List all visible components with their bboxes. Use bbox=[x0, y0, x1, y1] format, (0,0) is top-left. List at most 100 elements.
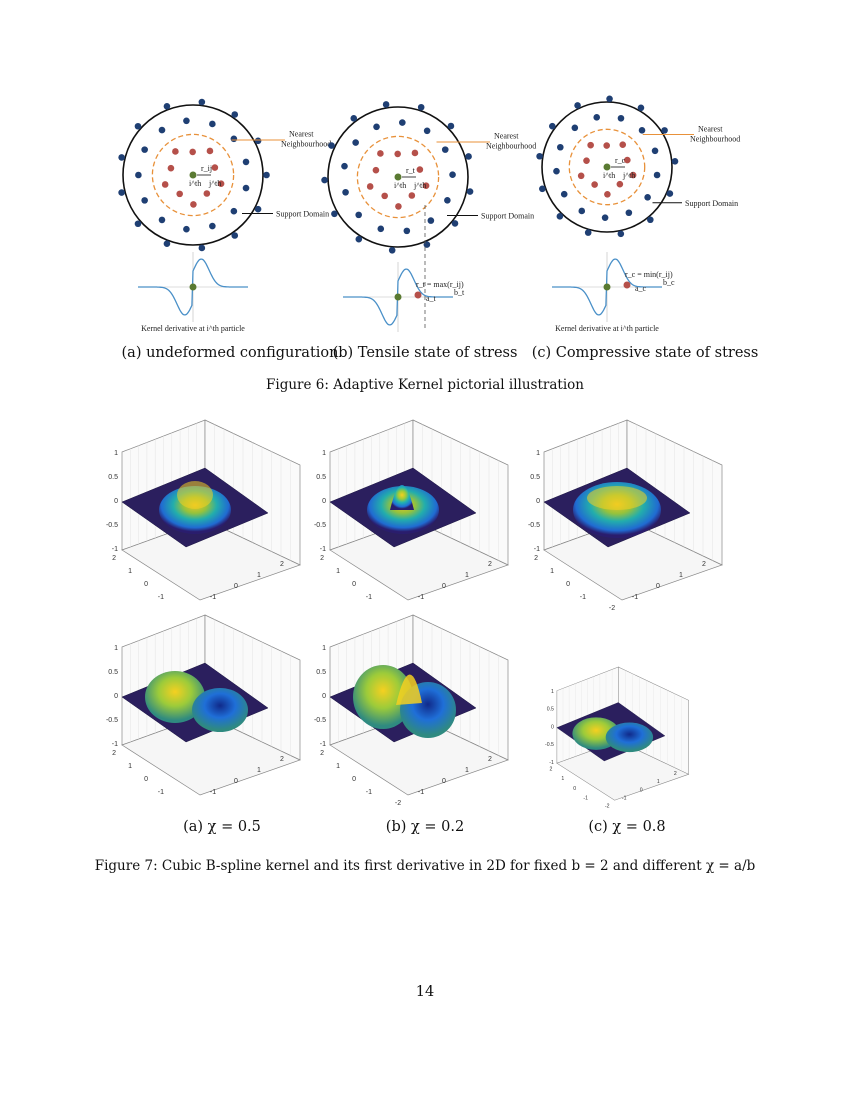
nearest-neighbourhood-circle bbox=[568, 128, 646, 206]
kernel-label: Kernel derivative at i^th particle bbox=[555, 324, 659, 333]
z-tick-label: 1 bbox=[551, 689, 554, 695]
kernel-derivative-curve bbox=[552, 258, 662, 316]
support-particle bbox=[601, 214, 609, 221]
i-particle bbox=[394, 173, 402, 181]
b-label: b_c bbox=[663, 278, 675, 287]
z-tick-label: 0 bbox=[322, 693, 326, 700]
x-tick-label: 2 bbox=[488, 561, 492, 568]
kernel-peak bbox=[390, 485, 414, 510]
support-particle bbox=[183, 225, 190, 233]
i-label: i^th bbox=[394, 181, 406, 190]
support-particle bbox=[118, 154, 125, 161]
support-particle bbox=[163, 102, 171, 110]
support-particle bbox=[584, 229, 592, 236]
z-tick-label: -0.5 bbox=[106, 717, 118, 724]
support-particle bbox=[355, 235, 363, 243]
support-particle bbox=[593, 114, 601, 121]
x-tick-label: -1 bbox=[622, 795, 627, 801]
neighbour-particle bbox=[591, 181, 598, 188]
support-particle bbox=[163, 240, 171, 248]
support-particle bbox=[254, 137, 262, 145]
support-particle bbox=[352, 139, 359, 146]
fig6-subcaption-a: (a) undeformed configuration bbox=[121, 345, 339, 361]
z-tick-label: 1 bbox=[322, 450, 326, 457]
support-particle bbox=[637, 104, 645, 112]
z-tick-label: 1 bbox=[536, 450, 540, 457]
support-particle bbox=[388, 246, 396, 254]
support-particle bbox=[321, 176, 328, 184]
neighbour-particle bbox=[583, 157, 590, 164]
support-particle bbox=[617, 114, 625, 122]
z-tick-label: 0.5 bbox=[316, 474, 326, 481]
neighbour-particle bbox=[176, 190, 183, 198]
y-tick-label: 1 bbox=[128, 763, 132, 770]
fig6-subcaption-c: (c) Compressive state of stress bbox=[531, 345, 759, 361]
support-particle bbox=[331, 210, 338, 218]
derivative-positive-lobe bbox=[145, 671, 205, 723]
y-tick-label: -1 bbox=[158, 594, 164, 601]
z-tick-label: 0.5 bbox=[108, 474, 118, 481]
support-particle bbox=[134, 220, 142, 228]
neighbour-particle bbox=[372, 166, 380, 174]
j-label: j^th bbox=[208, 179, 221, 188]
x-tick-label: 1 bbox=[679, 572, 683, 579]
neighbour-particle bbox=[211, 164, 219, 171]
kernel-equation: r_t = max(r_ij) bbox=[416, 280, 464, 289]
page-number: 14 bbox=[415, 984, 435, 1000]
neighbour-particle bbox=[577, 172, 585, 180]
neighbour-particle bbox=[616, 180, 624, 188]
support-particle bbox=[553, 167, 560, 175]
nearest-label: Nearest bbox=[698, 124, 723, 133]
support-particle bbox=[158, 216, 166, 224]
support-label: Support Domain bbox=[685, 199, 738, 208]
y-tick-label: 1 bbox=[550, 568, 554, 575]
x-tick-label: -1 bbox=[210, 789, 216, 796]
x-tick-label: -1 bbox=[418, 789, 424, 796]
support-particle bbox=[574, 102, 581, 109]
support-particle bbox=[141, 146, 148, 153]
kernel-peak bbox=[587, 486, 647, 510]
neighbour-particle bbox=[587, 141, 594, 149]
neighbour-particle bbox=[604, 190, 611, 198]
support-particle bbox=[254, 205, 262, 213]
x-tick-label: 2 bbox=[280, 561, 284, 568]
z-tick-label: -0.5 bbox=[314, 522, 326, 529]
support-particle bbox=[377, 225, 385, 233]
neighbour-particle bbox=[381, 192, 388, 200]
x-tick-label: 1 bbox=[257, 767, 261, 774]
neighbour-particle bbox=[395, 203, 402, 210]
y-tick-label: -1 bbox=[583, 795, 588, 801]
nearest-neighbourhood-circle bbox=[151, 133, 235, 217]
neighbour-particle bbox=[366, 183, 374, 190]
nearest-label: Nearest bbox=[289, 130, 314, 139]
support-particle bbox=[647, 216, 654, 224]
support-particle bbox=[118, 189, 125, 196]
support-particle bbox=[666, 190, 674, 197]
support-particle bbox=[373, 123, 380, 131]
support-particle bbox=[417, 103, 425, 111]
z-tick-label: 0.5 bbox=[547, 707, 554, 713]
y-tick-label: -1 bbox=[580, 594, 586, 601]
y-tick-label: 0 bbox=[566, 581, 570, 588]
i-label: i^th bbox=[189, 179, 201, 188]
y-tick-label: 0 bbox=[573, 786, 576, 792]
support-particle bbox=[328, 142, 335, 149]
support-domain-circle bbox=[122, 104, 264, 246]
z-tick-label: 1 bbox=[322, 645, 326, 652]
support-particle bbox=[399, 119, 406, 126]
support-domain-circle bbox=[327, 106, 469, 248]
x-tick-label: 2 bbox=[488, 756, 492, 763]
x-tick-label: -1 bbox=[418, 594, 424, 601]
y-tick-label: 1 bbox=[336, 763, 340, 770]
fig7-subcaption-a: (a) χ = 0.5 bbox=[183, 819, 261, 835]
x-tick-label: 0 bbox=[234, 583, 238, 590]
kernel-equation: r_c = min(r_ij) bbox=[625, 270, 673, 279]
neighbour-particle bbox=[624, 156, 631, 164]
support-particle bbox=[447, 122, 455, 130]
x-tick-label: 1 bbox=[257, 572, 261, 579]
x-tick-label: 1 bbox=[465, 767, 469, 774]
